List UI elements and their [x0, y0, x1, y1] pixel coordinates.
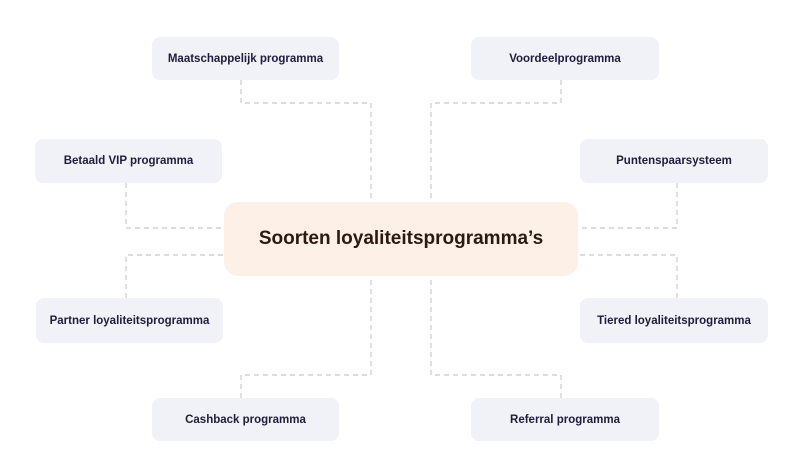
node-label: Puntenspaarsysteem	[616, 155, 732, 167]
central-topic-label: Soorten loyaliteitsprogramma’s	[258, 228, 544, 249]
node-puntenspaarsysteem: Puntenspaarsysteem	[580, 139, 768, 183]
node-label: Maatschappelijk programma	[167, 52, 324, 65]
connector-referral	[430, 276, 562, 398]
connector-cashback	[240, 276, 372, 398]
connector-betaald-vip	[125, 183, 224, 229]
node-label: Partner loyaliteitsprogramma	[49, 314, 210, 327]
connector-maatschappelijk	[240, 80, 372, 202]
node-label: Cashback programma	[185, 413, 306, 426]
node-partner-loyaliteitsprogramma: Partner loyaliteitsprogramma	[36, 298, 223, 343]
node-label: Voordeelprogramma	[509, 52, 621, 65]
central-topic: Soorten loyaliteitsprogramma’s	[224, 202, 578, 276]
node-cashback-programma: Cashback programma	[152, 398, 339, 441]
connector-tiered	[578, 254, 678, 298]
connector-puntenspaar	[578, 183, 678, 229]
node-maatschappelijk-programma: Maatschappelijk programma	[152, 37, 339, 80]
node-label: Betaald VIP programma	[63, 155, 194, 167]
connector-voordeel	[430, 80, 562, 202]
node-referral-programma: Referral programma	[471, 398, 659, 441]
node-label: Referral programma	[510, 413, 620, 426]
node-label: Tiered loyaliteitsprogramma	[597, 314, 751, 327]
node-betaald-vip-programma: Betaald VIP programma	[35, 139, 222, 183]
node-tiered-loyaliteitsprogramma: Tiered loyaliteitsprogramma	[580, 298, 768, 343]
node-voordeelprogramma: Voordeelprogramma	[471, 37, 659, 80]
connector-partner	[125, 254, 224, 298]
